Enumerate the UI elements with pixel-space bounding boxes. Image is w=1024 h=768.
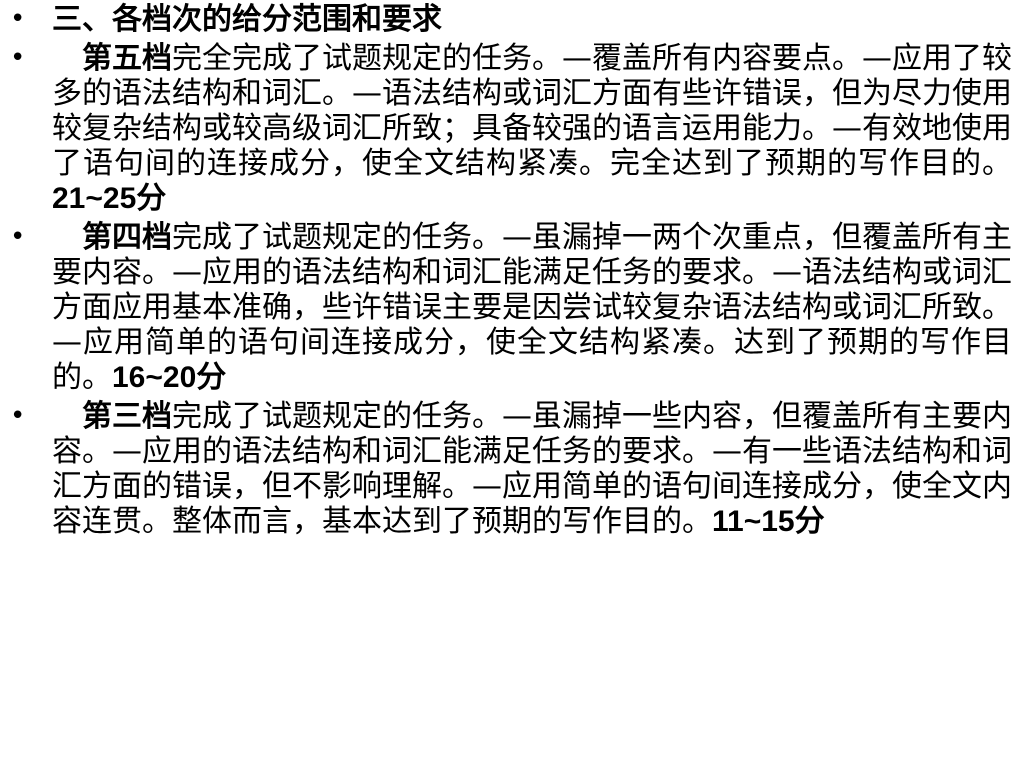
bullet-icon: • xyxy=(10,222,26,252)
bullet-icon: • xyxy=(10,43,26,73)
bullet-icon: • xyxy=(10,4,26,34)
grade-description: 完全完成了试题规定的任务。—覆盖所有内容要点。—应用了较多的语法结构和词汇。—语… xyxy=(52,41,1012,181)
grade-name: 第四档 xyxy=(82,220,172,255)
grade-score: 16~20分 xyxy=(112,361,227,394)
grade-description: 完成了试题规定的任务。—虽漏掉一两个次重点，但覆盖所有主要内容。—应用的语法结构… xyxy=(52,220,1012,395)
grade-item-3: • 第三档完成了试题规定的任务。—虽漏掉一些内容，但覆盖所有主要内容。—应用的语… xyxy=(10,399,1012,539)
bullet-icon: • xyxy=(10,401,26,431)
grade-name: 第五档 xyxy=(82,41,172,76)
grade-item-5: • 第五档完全完成了试题规定的任务。—覆盖所有内容要点。—应用了较多的语法结构和… xyxy=(10,41,1012,216)
grade-score: 21~25分 xyxy=(52,182,167,215)
section-heading-item: • 三、各档次的给分范围和要求 xyxy=(10,2,1012,37)
bullet-list: • 三、各档次的给分范围和要求 • 第五档完全完成了试题规定的任务。—覆盖所有内… xyxy=(10,2,1012,539)
grade-description: 完成了试题规定的任务。—虽漏掉一些内容，但覆盖所有主要内容。—应用的语法结构和词… xyxy=(52,399,1012,539)
grade-name: 第三档 xyxy=(82,399,172,434)
grade-score: 11~15分 xyxy=(712,505,825,538)
grade-item-4: • 第四档完成了试题规定的任务。—虽漏掉一两个次重点，但覆盖所有主要内容。—应用… xyxy=(10,220,1012,395)
section-heading: 三、各档次的给分范围和要求 xyxy=(52,2,442,37)
